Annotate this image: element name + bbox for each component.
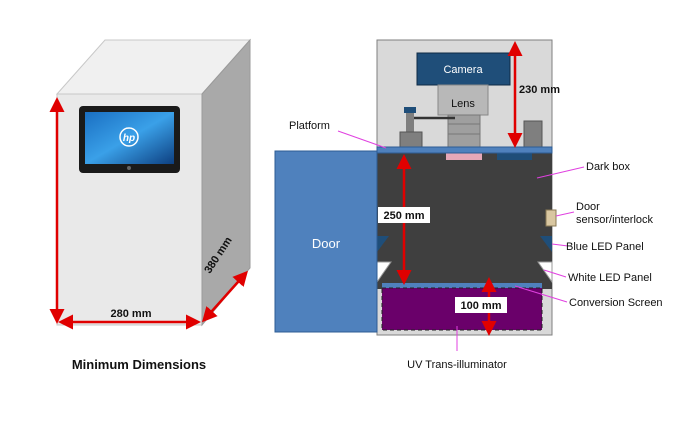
tablet: hp — [79, 106, 180, 173]
platform-height-label: 250 mm — [384, 210, 425, 222]
door-sensor — [545, 209, 557, 227]
interior-pink-block — [446, 153, 482, 160]
enclosure-3d — [55, 38, 252, 327]
depth-arrow — [202, 270, 248, 323]
blue-led-panel-right — [540, 236, 552, 252]
width-label: 280 mm — [111, 308, 152, 320]
platform-height-label-bg — [378, 207, 430, 223]
callout-uv: UV Trans-illuminator — [407, 359, 507, 371]
tablet-logo: hp — [123, 133, 135, 144]
callout-line-conversion — [514, 285, 568, 303]
bracket-base — [399, 131, 423, 149]
callout-line-dark-box — [536, 166, 585, 179]
callout-conversion-screen: Conversion Screen — [569, 297, 663, 309]
interior-blue-block — [497, 153, 532, 160]
platform — [376, 146, 553, 154]
lens-label: Lens — [451, 98, 475, 110]
callout-line-door-sensor — [555, 211, 575, 217]
camera-label: Camera — [443, 64, 483, 76]
blue-led-panel-left — [377, 236, 389, 252]
white-led-panel-right — [537, 261, 553, 284]
camera — [416, 52, 511, 86]
door — [274, 150, 378, 333]
callout-dark-box: Dark box — [586, 161, 631, 173]
tablet-screen — [85, 112, 174, 164]
uv-height-label: 100 mm — [461, 300, 502, 312]
door-label: Door — [312, 236, 341, 251]
tablet-home-button — [127, 166, 131, 170]
callout-door-sensor-2: sensor/interlock — [576, 214, 654, 226]
callout-blue-led: Blue LED Panel — [566, 241, 644, 253]
lens-upper — [437, 84, 489, 116]
callout-white-led: White LED Panel — [568, 272, 652, 284]
enclosure-side-face — [201, 38, 251, 327]
callout-platform: Platform — [289, 120, 330, 132]
conversion-screen — [382, 283, 542, 288]
callout-line-platform — [337, 130, 387, 149]
diagram-caption: Minimum Dimensions — [72, 357, 206, 372]
hp-logo-icon — [119, 127, 139, 147]
callout-line-white-led — [543, 269, 567, 278]
callout-line-blue-led — [551, 243, 569, 247]
callout-door-sensor-1: Door — [576, 201, 600, 213]
uv-height-label-bg — [455, 297, 507, 313]
camera-height-label: 230 mm — [519, 84, 560, 96]
bracket-head — [404, 107, 416, 113]
lens-lower — [447, 114, 481, 149]
fixture-right — [523, 120, 543, 149]
bracket-post — [406, 110, 414, 132]
